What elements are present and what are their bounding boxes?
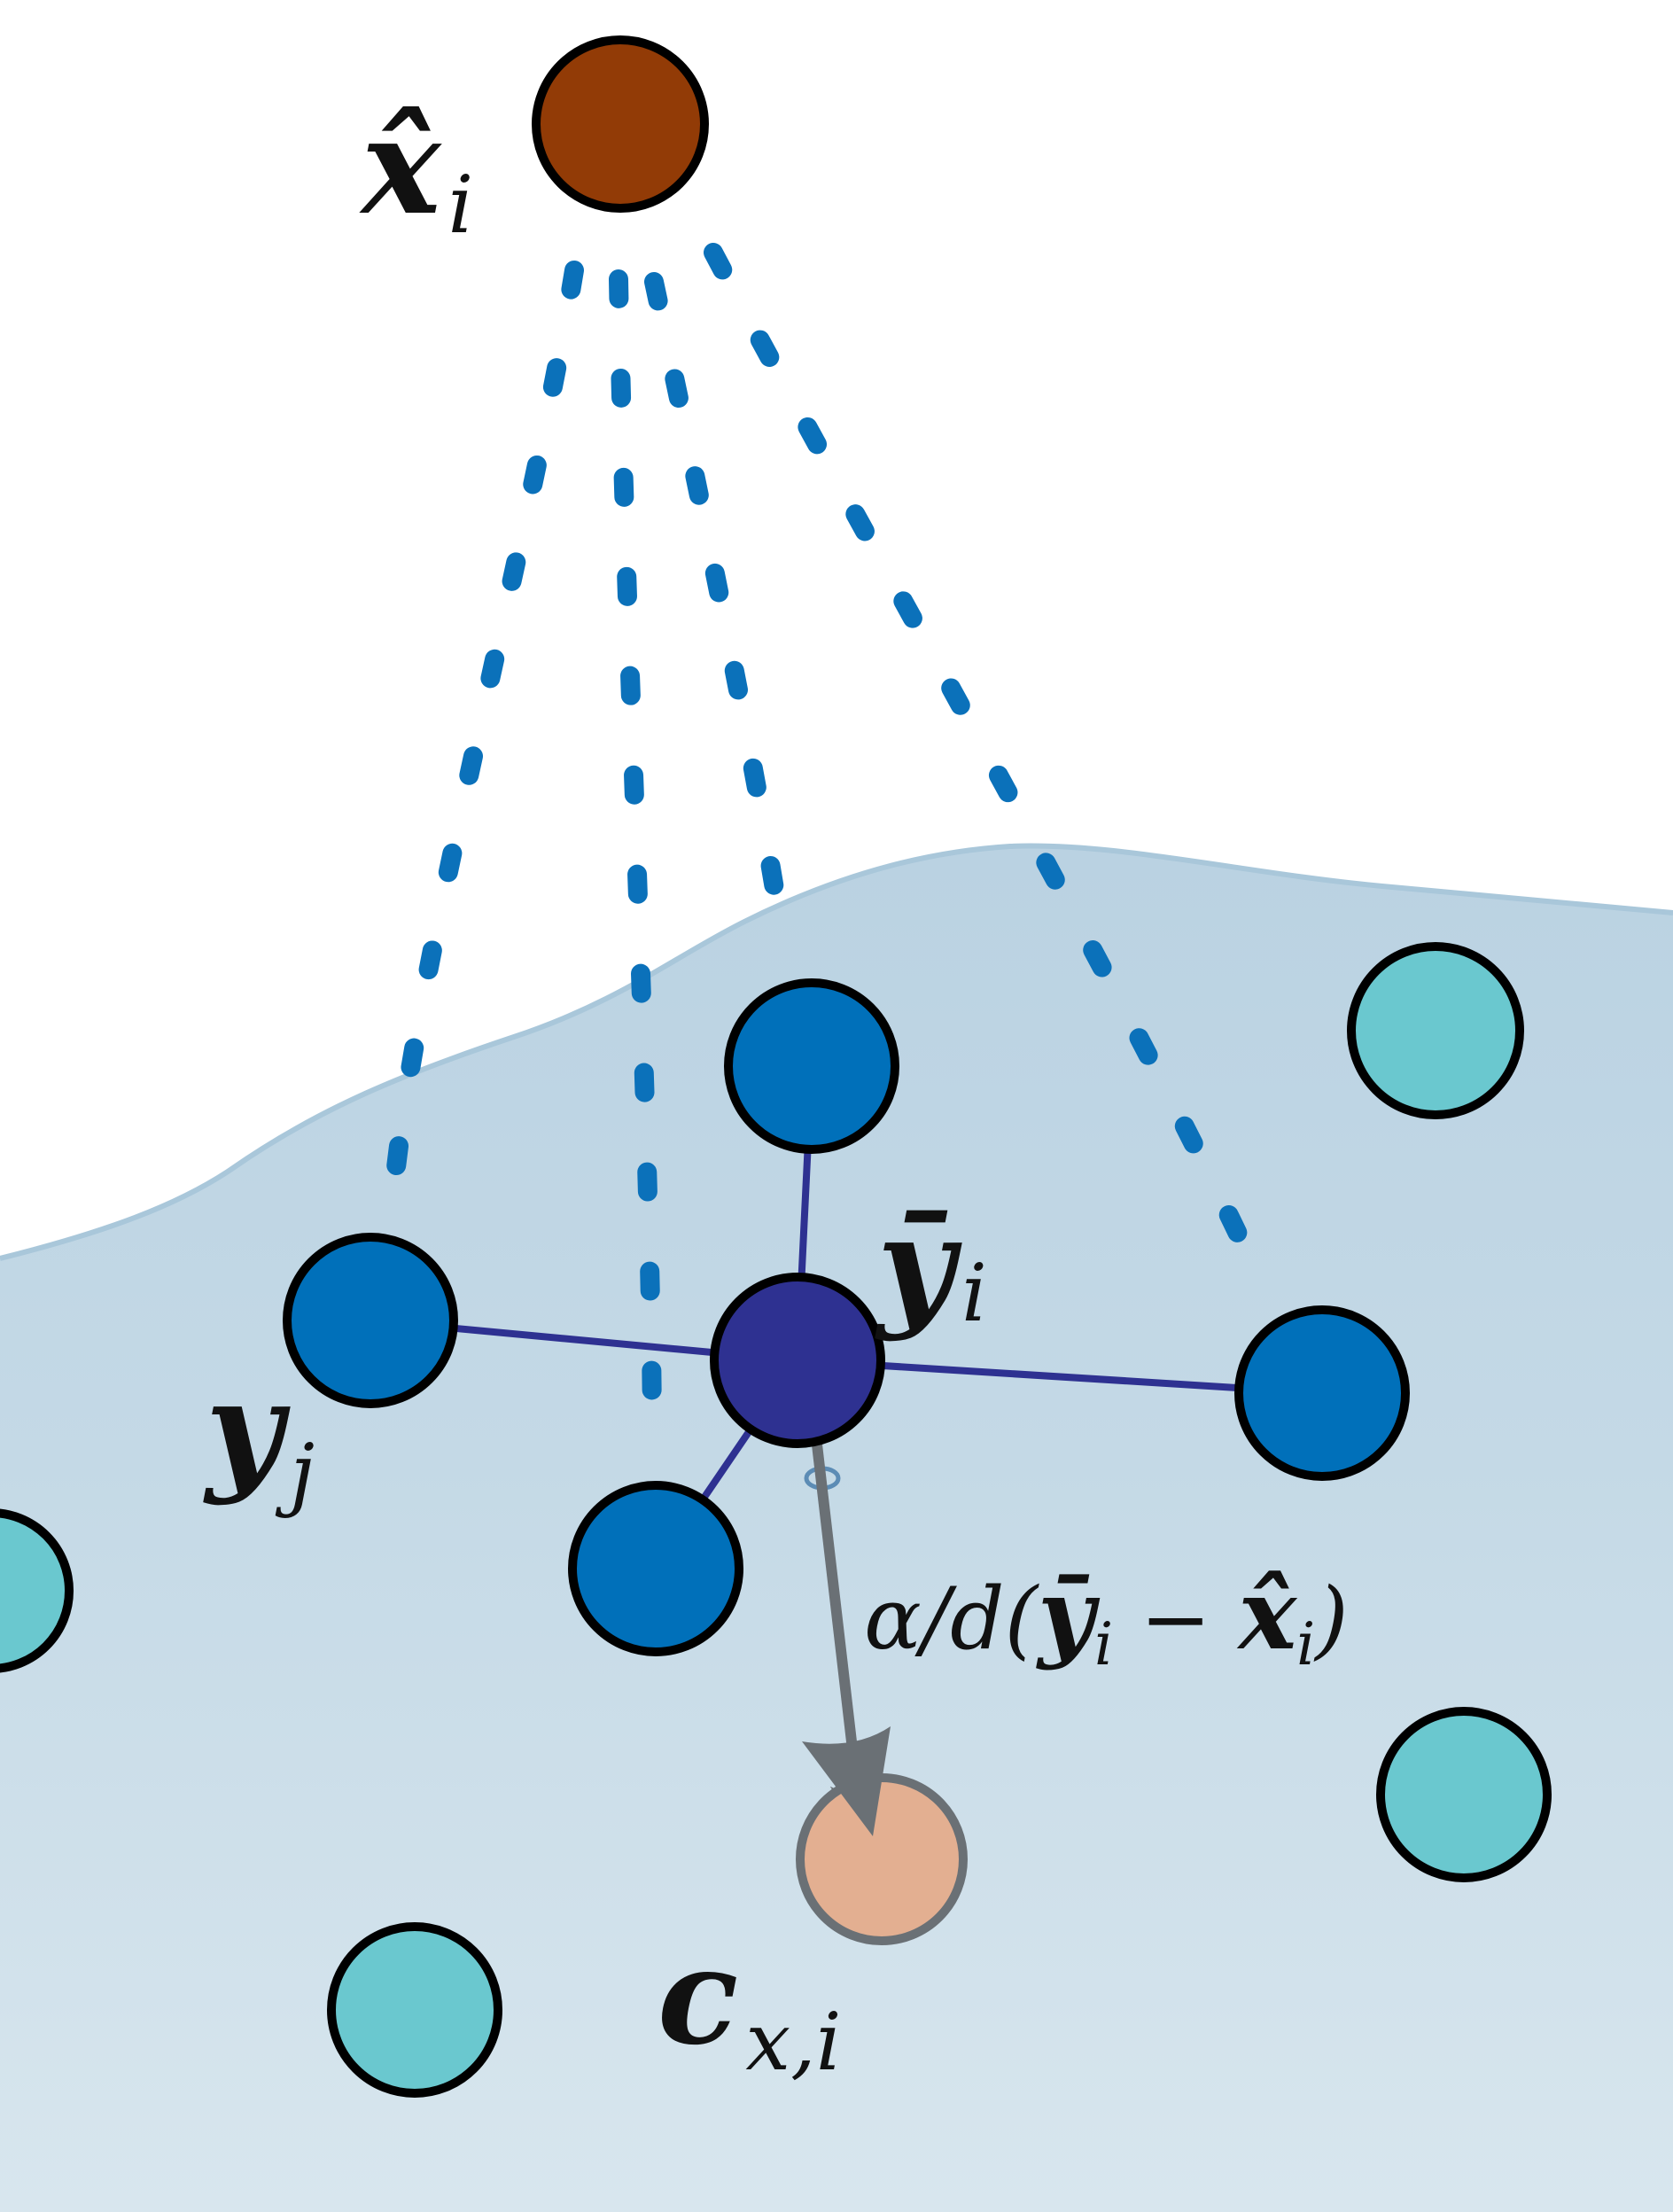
update-expression-suffix: ) (1313, 1569, 1348, 1669)
update-expression-ybar: ȳ (1035, 1557, 1101, 1671)
cx-label-main: c (658, 1919, 738, 2075)
y-bar-node (710, 1273, 885, 1448)
cx-label: cx,i (658, 1919, 842, 2089)
manifold-surface (0, 845, 1673, 2212)
x-hat-node (532, 35, 709, 213)
update-expression-minus: − (1113, 1569, 1238, 1669)
neighbor-node-yj (283, 1233, 458, 1408)
cx-node (796, 1773, 968, 1945)
x-hat-label: x̂i (359, 89, 473, 252)
other-node (1376, 1707, 1552, 1882)
projection-line-to-lower-neighbor (609, 269, 662, 1445)
y-j-label-main: y (203, 1351, 291, 1507)
manifold-edge (0, 843, 1673, 1261)
projection-lines (384, 243, 1264, 1445)
y-j-label: yj (203, 1351, 315, 1520)
x-hat-label-main: x̂ (359, 89, 442, 245)
other-node (1347, 942, 1524, 1119)
neighbor-node-right (1234, 1305, 1410, 1481)
cx-label-sub: x,i (745, 1996, 841, 2089)
neighbor-nodes (283, 978, 1410, 1656)
other-node (327, 1922, 502, 2098)
y-bar-label-main: ȳ (875, 1188, 962, 1344)
update-expression: α/d(ȳi − x̂i) (864, 1557, 1349, 1678)
update-expression-xhat: x̂ (1237, 1557, 1298, 1671)
y-bar-label: ȳi (875, 1188, 987, 1344)
other-node (0, 1508, 74, 1673)
neighbor-node-top (724, 978, 899, 1154)
projection-line-to-top-neighbor (644, 272, 790, 931)
other-nodes (0, 942, 1552, 2098)
update-expression-ybar-sub: i (1094, 1610, 1113, 1678)
neighbor-node-lower (568, 1481, 743, 1656)
update-expression-prefix: α/d( (864, 1569, 1040, 1669)
update-arrow-tip (802, 1726, 891, 1836)
projection-line-to-right-neighbor (704, 243, 1264, 1277)
update-expression-xhat-sub: i (1296, 1610, 1315, 1678)
projection-line-to-yj (384, 261, 584, 1202)
y-bar-label-sub: i (961, 1247, 987, 1340)
x-hat-label-sub: i (447, 159, 473, 252)
